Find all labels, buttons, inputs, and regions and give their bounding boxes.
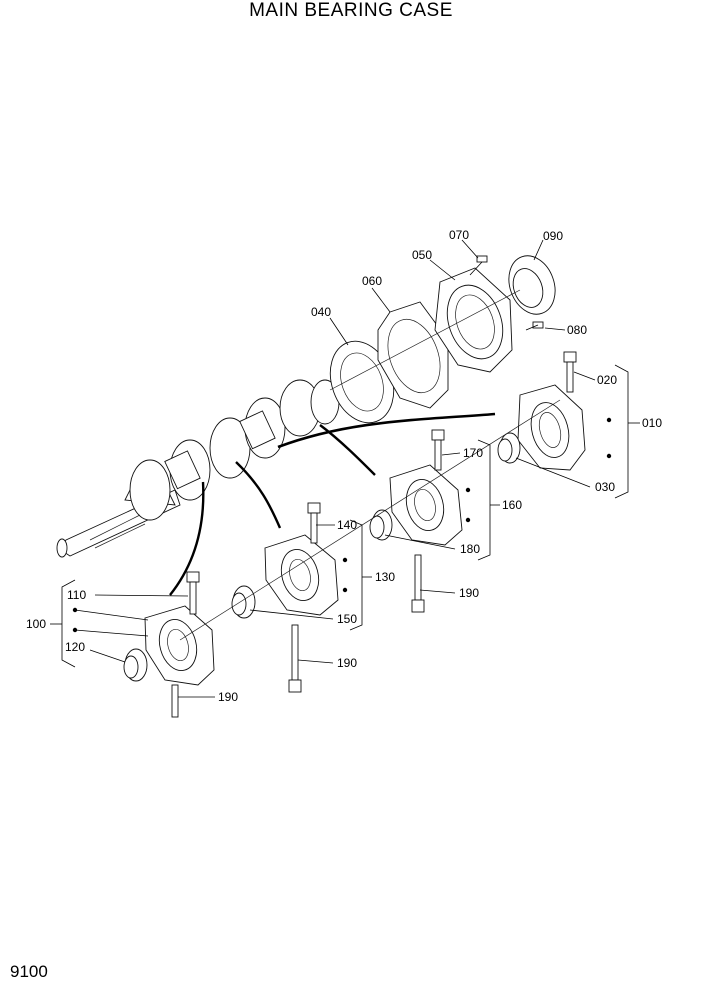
label-190-b: 190 — [337, 656, 357, 670]
page-title: MAIN BEARING CASE — [249, 0, 453, 21]
bolt-070 — [469, 255, 488, 276]
label-030: 030 — [595, 480, 615, 494]
bushing-180 — [369, 509, 393, 541]
gasket-060 — [377, 301, 449, 409]
seal-090 — [508, 255, 556, 315]
label-150: 150 — [337, 612, 357, 626]
bushing-150 — [231, 585, 256, 619]
bolt-140 — [307, 502, 321, 544]
label-130: 130 — [375, 570, 395, 584]
assembly-arrow — [235, 461, 282, 529]
label-180: 180 — [460, 542, 480, 556]
assembly-arrow — [277, 412, 496, 449]
bushing-120 — [123, 648, 148, 682]
bushing-030 — [497, 432, 521, 464]
label-020: 020 — [597, 373, 617, 387]
bearing-case-010 — [517, 384, 586, 471]
leader-lines — [74, 239, 596, 698]
cover-050 — [434, 267, 513, 373]
label-140: 140 — [337, 518, 357, 532]
bracket-130 — [342, 519, 372, 631]
label-110: 110 — [67, 588, 86, 602]
bolt-020 — [563, 351, 577, 393]
label-050: 050 — [412, 248, 432, 262]
bracket-160 — [465, 439, 500, 561]
bearing-case-160 — [389, 464, 463, 546]
bolt-170 — [431, 429, 445, 471]
label-100: 100 — [26, 617, 46, 631]
bearing-case-130 — [264, 534, 339, 616]
bracket-010 — [606, 364, 640, 499]
assembly-arrow — [169, 481, 205, 596]
label-190-c: 190 — [459, 586, 479, 600]
bolt-080 — [525, 321, 544, 331]
label-160: 160 — [502, 498, 522, 512]
label-190-a: 190 — [218, 690, 238, 704]
bolt-190-a — [171, 684, 179, 718]
crankshaft — [56, 379, 340, 558]
label-070: 070 — [449, 228, 469, 242]
assembly-arrow — [319, 424, 376, 476]
label-170: 170 — [463, 446, 483, 460]
bracket-100 — [50, 579, 78, 668]
bolt-190-b — [288, 624, 302, 693]
bolt-110 — [186, 571, 200, 615]
bolt-190-c — [411, 554, 425, 613]
label-040: 040 — [311, 305, 331, 319]
label-010: 010 — [642, 416, 662, 430]
page-number: 9100 — [10, 962, 48, 981]
label-060: 060 — [362, 274, 382, 288]
label-120: 120 — [65, 640, 85, 654]
label-090: 090 — [543, 229, 563, 243]
bearing-case-100 — [144, 605, 215, 686]
label-080: 080 — [567, 323, 587, 337]
